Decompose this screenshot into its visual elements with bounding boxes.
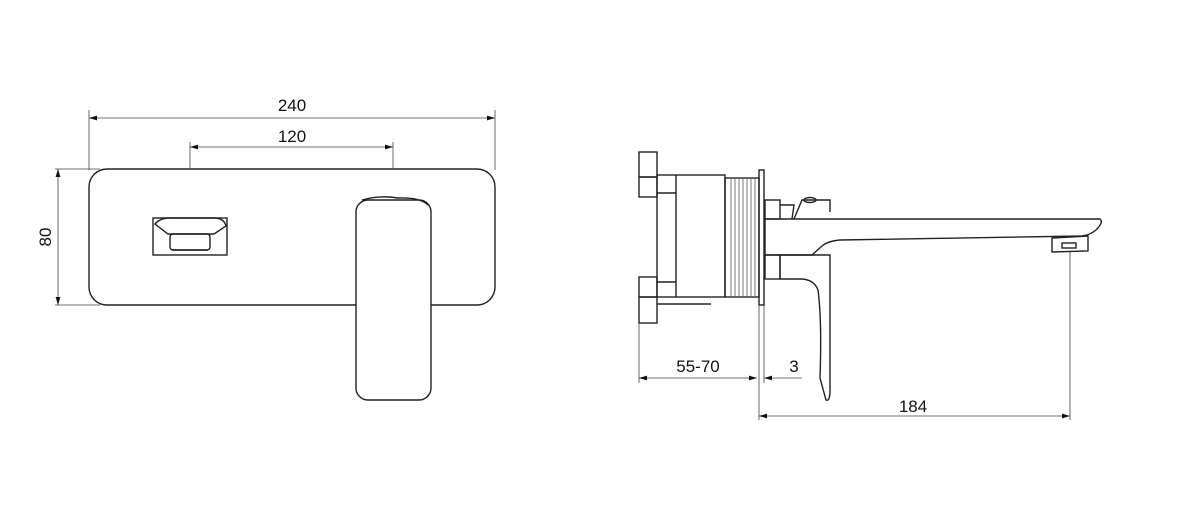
dimension-120: 120 bbox=[189, 127, 394, 168]
dimension-label: 240 bbox=[278, 96, 306, 115]
dimension-3: 3 bbox=[763, 305, 802, 383]
lever-handle bbox=[355, 199, 432, 401]
dimension-label: 55-70 bbox=[676, 357, 719, 376]
dimension-label: 120 bbox=[278, 127, 306, 146]
dimension-label: 184 bbox=[899, 397, 927, 416]
spout-side bbox=[764, 196, 1103, 256]
dimension-80: 80 bbox=[36, 168, 100, 306]
spout-outlet bbox=[152, 217, 228, 256]
wall-plate bbox=[88, 168, 496, 306]
dimension-184: 184 bbox=[759, 252, 1071, 420]
dimension-240: 240 bbox=[88, 96, 496, 170]
side-view: 55-70 3 184 bbox=[638, 151, 1103, 420]
front-view: 240 120 80 bbox=[36, 96, 496, 401]
dimension-55-70: 55-70 bbox=[638, 305, 760, 420]
lever-side bbox=[764, 254, 831, 401]
dimension-label: 3 bbox=[789, 357, 798, 376]
cover-plate bbox=[758, 169, 765, 306]
thread bbox=[724, 177, 760, 298]
dimension-label: 80 bbox=[36, 228, 55, 247]
